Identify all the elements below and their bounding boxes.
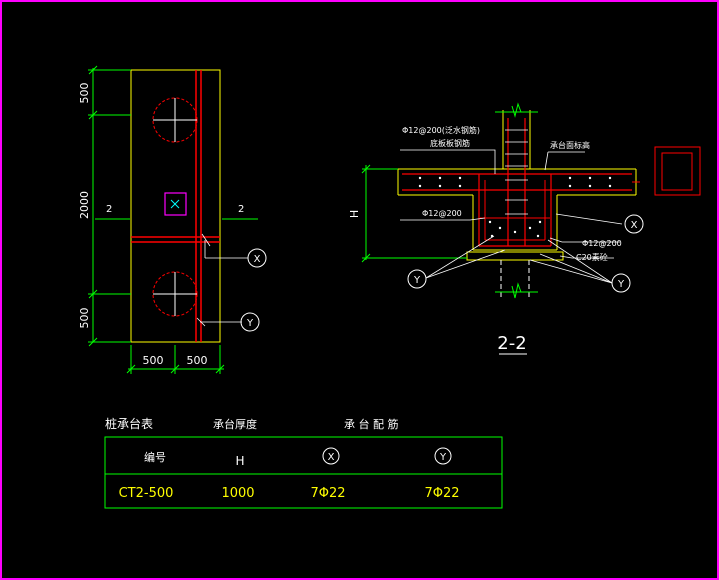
table-row-id: CT2-500 [119,486,174,501]
section-axis-y-right: Y [611,273,631,293]
table-header-x: X [322,447,340,465]
plan-axis-x: X [247,248,267,268]
table-header-y: Y [434,447,452,465]
section-h-label: H [348,210,361,218]
plan-section-marks: 2 2 [95,204,258,220]
label-mid-bar: Φ12@200 [422,209,462,218]
dim-right-w: 500 [187,354,208,367]
table-col-rebar: 承 台 配 筋 [344,417,399,431]
plan-horizontal-dims [126,345,225,374]
section-leaders [400,149,623,284]
table-grid [104,436,503,509]
label-right-top: 承台面标高 [550,140,590,150]
table-row-x: 7Φ22 [310,486,345,501]
table-col-thickness: 承台厚度 [213,417,257,431]
table-header-h: H [235,454,244,468]
dim-top: 500 [78,83,91,104]
plan-axis-y: Y [240,312,260,332]
table-title: 桩承台表 [105,416,153,431]
section-axis-y-left: Y [407,269,427,289]
svg-text:X: X [254,254,261,265]
column-mark [164,192,187,216]
dim-left-w: 500 [143,354,164,367]
svg-text:Y: Y [617,279,625,290]
svg-text:Y: Y [439,452,447,463]
label-right-mid: Φ12@200 [582,239,622,248]
svg-text:Y: Y [413,275,421,286]
svg-text:2: 2 [238,204,244,215]
svg-text:Y: Y [246,318,254,329]
cap-outline [130,69,221,343]
table-row-y: 7Φ22 [424,486,459,501]
section-2-2 [397,102,640,299]
label-top-bar: Φ12@200(泛水钢筋) [402,125,480,135]
table-row-h: 1000 [221,486,254,501]
dim-bot: 500 [78,308,91,329]
svg-text:X: X [328,452,335,463]
section-title: 2-2 [497,333,526,354]
svg-text:X: X [631,220,638,231]
pile-cap-plan [130,69,248,343]
detail-marker [654,146,701,196]
label-right-bot: C20素砼 [576,252,608,262]
section-h-dimension [361,164,467,263]
table-header-id: 编号 [144,450,166,464]
label-top-bar2: 底板板钢筋 [430,138,470,148]
plan-vertical-dims [88,65,131,347]
blinding-layer [466,251,564,261]
section-axis-x: X [624,214,644,234]
svg-text:2: 2 [106,204,112,215]
dim-mid: 2000 [78,191,91,219]
